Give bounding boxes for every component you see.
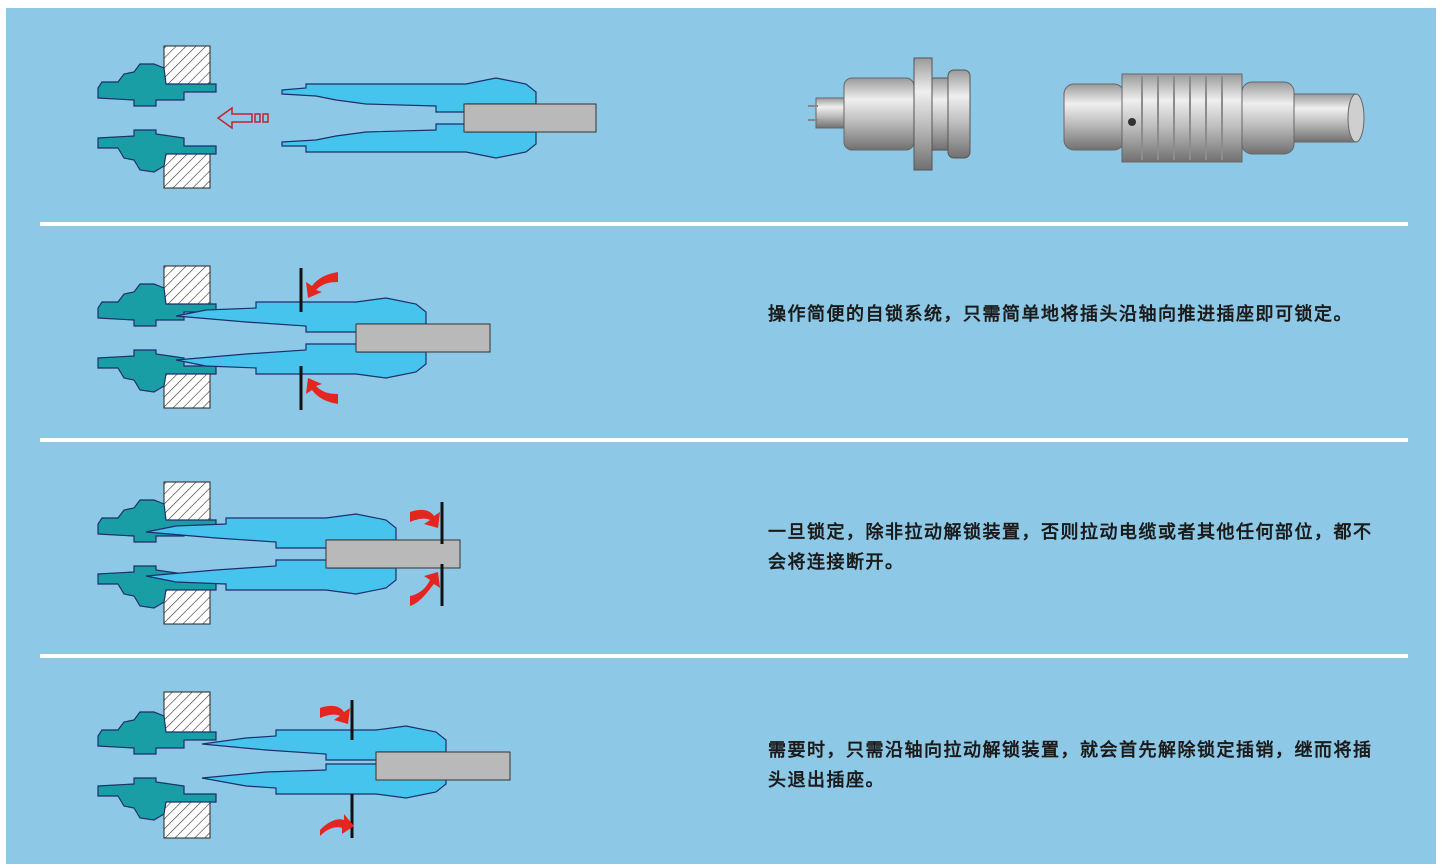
red-curved-arrow-icon <box>410 572 440 606</box>
receptacle-upper <box>97 63 217 107</box>
red-curved-arrow-icon <box>306 272 338 298</box>
divider-2 <box>40 438 1408 442</box>
panel-wall-top <box>163 45 211 89</box>
red-curved-arrow-icon <box>320 814 354 836</box>
release-description: 需要时，只需沿轴向拉动解锁装置，就会首先解除锁定插销，继而将插头退出插座。 <box>768 740 1373 791</box>
divider-1 <box>40 222 1408 226</box>
plug-photo <box>1063 73 1365 163</box>
hold-description: 一旦锁定，除非拉动解锁装置，否则拉动电缆或者其他任何部位，都不会将连接断开。 <box>768 522 1373 573</box>
product-photos <box>808 57 1365 171</box>
red-curved-arrow-icon <box>410 509 440 528</box>
locking-section-diagram <box>97 265 491 410</box>
receptacle-lower <box>97 129 217 173</box>
panel-wall-bottom <box>163 147 211 189</box>
receptacle-photo <box>808 57 971 171</box>
divider-3 <box>40 654 1408 658</box>
release-section-diagram <box>97 691 511 839</box>
diagram-panel: 操作简便的自锁系统，只需简单地将插头沿轴向推进插座即可锁定。 一旦锁定，除非拉动… <box>6 8 1436 864</box>
disengaged-section-diagram <box>97 45 597 189</box>
cable <box>463 103 597 133</box>
red-curved-arrow-icon <box>320 705 350 724</box>
red-curved-arrow-icon <box>306 378 338 404</box>
lock-description: 操作简便的自锁系统，只需简单地将插头沿轴向推进插座即可锁定。 <box>768 304 1353 325</box>
locked-section-diagram <box>97 481 461 625</box>
outline-left-arrow-icon <box>216 106 269 130</box>
